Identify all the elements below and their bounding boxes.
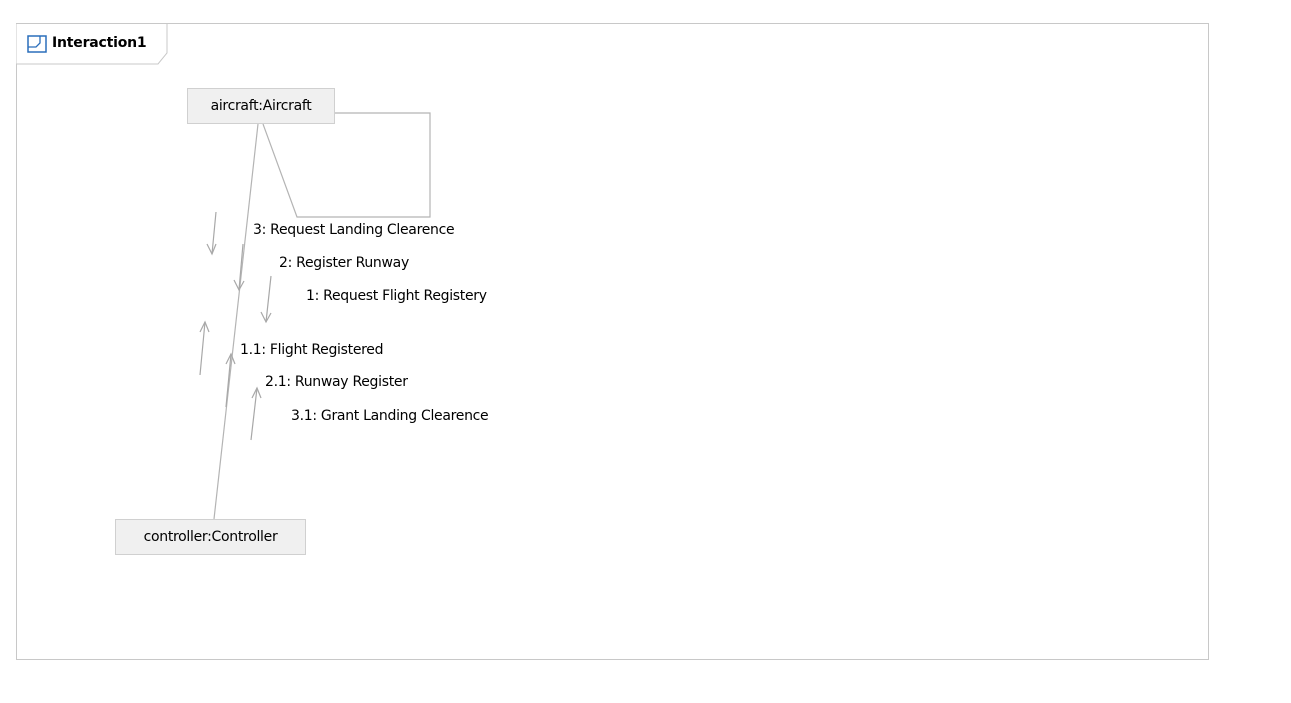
- lifeline-aircraft[interactable]: aircraft:Aircraft: [187, 88, 335, 124]
- arrow-up-1-1: [199, 320, 210, 376]
- frame-tab-outline: [16, 23, 168, 65]
- lifeline-link: [213, 123, 259, 520]
- interaction-title: Interaction1: [52, 35, 147, 51]
- message-label-2-1[interactable]: 2.1: Runway Register: [265, 374, 408, 390]
- message-label-1-1[interactable]: 1.1: Flight Registered: [240, 342, 384, 358]
- message-label-3[interactable]: 3: Request Landing Clearence: [253, 222, 455, 238]
- arrow-down-2: [233, 243, 245, 292]
- arrow-up-3-1: [250, 386, 262, 441]
- interaction-frame-icon: [27, 35, 47, 53]
- self-message-loop: [262, 112, 431, 218]
- lifeline-controller[interactable]: controller:Controller: [115, 519, 306, 555]
- message-label-1[interactable]: 1: Request Flight Registery: [306, 288, 487, 304]
- arrow-down-1: [260, 275, 272, 324]
- arrow-up-2-1: [225, 352, 236, 408]
- arrow-down-3: [206, 211, 217, 256]
- message-label-3-1[interactable]: 3.1: Grant Landing Clearence: [291, 408, 489, 424]
- message-label-2[interactable]: 2: Register Runway: [279, 255, 409, 271]
